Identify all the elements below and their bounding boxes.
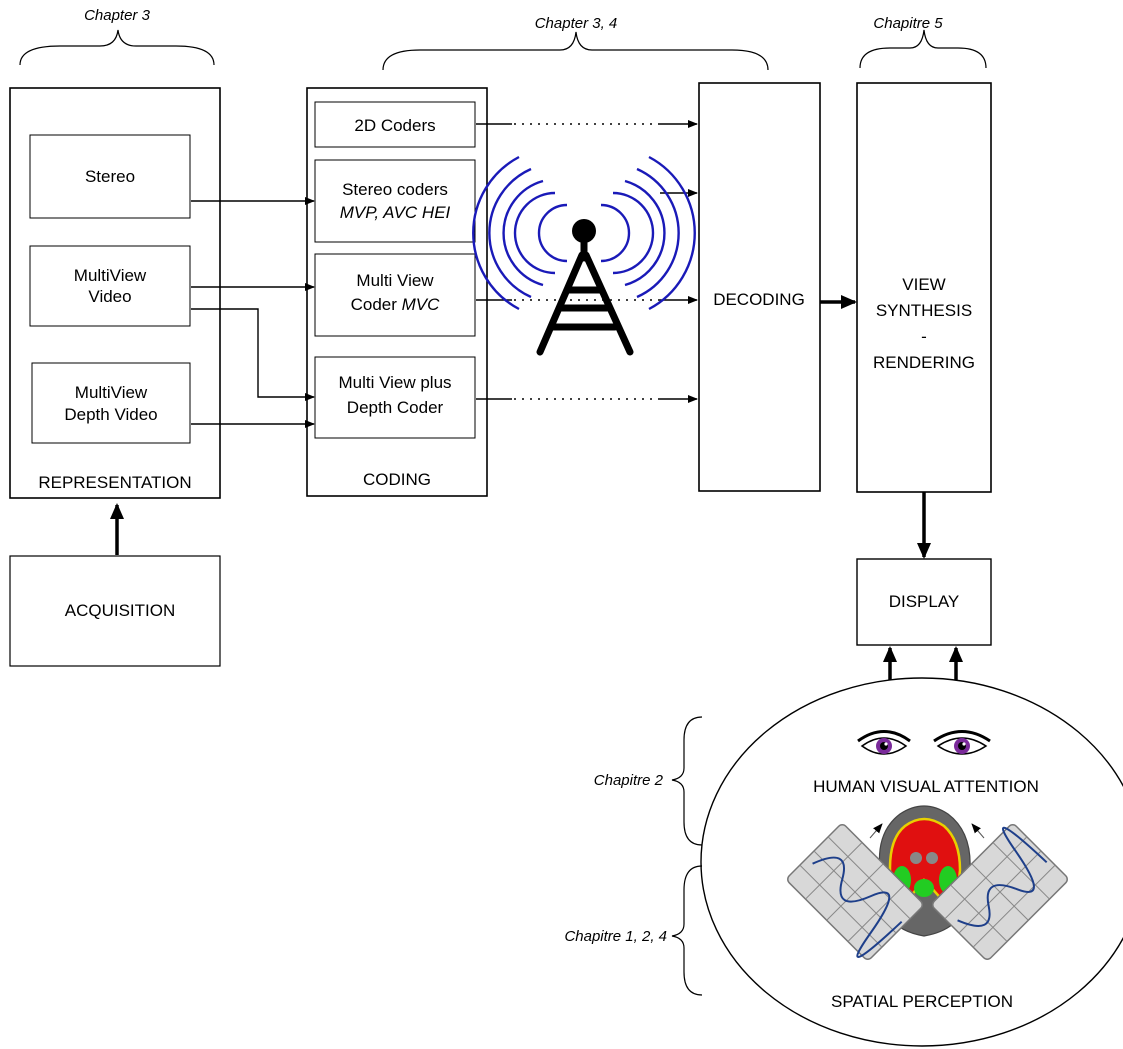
mvd-label-2: Depth Coder [347, 398, 444, 417]
depth-label-1: MultiView [75, 383, 148, 402]
chapter-brace-synthesis: Chapitre 5 [859, 15, 987, 69]
mvd-label-1: Multi View plus [338, 373, 451, 392]
arrow-multiview-to-mvd [191, 308, 315, 401]
chapter-brace-coding: Chapter 3, 4 [382, 15, 769, 71]
acquisition-block: ACQUISITION [9, 555, 221, 667]
chapter-brace-representation: Chapter 3 [19, 7, 215, 66]
stereo-coders-label-2: MVP, AVC HEI [340, 203, 451, 222]
human-attention-label: HUMAN VISUAL ATTENTION [813, 777, 1039, 796]
display-block: DISPLAY [856, 558, 992, 646]
chapter-label-synthesis: Chapitre 5 [873, 15, 943, 32]
decoding-block: DECODING [698, 82, 821, 492]
chapter-brace-perception: Chapitre 1, 2, 4 [564, 865, 703, 996]
representation-title: REPRESENTATION [38, 473, 191, 492]
coding-title: CODING [363, 470, 431, 489]
depth-label-2: Depth Video [64, 405, 157, 424]
stereo-coders-label-1: Stereo coders [342, 180, 448, 199]
mvc-label-1: Multi View [356, 271, 434, 290]
multiview-label-1: MultiView [74, 266, 147, 285]
chapter-label-perception: Chapitre 1, 2, 4 [564, 928, 667, 945]
spatial-perception-label: SPATIAL PERCEPTION [831, 992, 1013, 1011]
eyes-icon [857, 730, 991, 755]
svg-text:-: - [921, 327, 927, 346]
svg-text:VIEW: VIEW [902, 275, 945, 294]
coding-block: CODING 2D Coders Stereo coders MVP, AVC … [306, 87, 488, 497]
chapter-label-representation: Chapter 3 [84, 7, 151, 24]
left-perception-map-icon [787, 823, 923, 960]
svg-text:RENDERING: RENDERING [873, 353, 975, 372]
acquisition-label: ACQUISITION [65, 601, 176, 620]
chapter-label-attention: Chapitre 2 [594, 772, 664, 789]
representation-block: REPRESENTATION Stereo MultiView Video Mu… [9, 87, 221, 499]
chapter-label-coding: Chapter 3, 4 [535, 15, 618, 32]
transmission-arrows [476, 120, 698, 403]
stereo-label: Stereo [85, 167, 135, 186]
decoding-label: DECODING [713, 290, 805, 309]
synthesis-block: VIEW SYNTHESIS - RENDERING [856, 82, 992, 493]
antenna-icon [472, 155, 696, 356]
right-perception-map-icon [932, 823, 1068, 960]
multiview-label-2: Video [88, 287, 131, 306]
coders-2d-label: 2D Coders [354, 116, 435, 135]
svg-text:SYNTHESIS: SYNTHESIS [876, 301, 972, 320]
chapter-brace-attention: Chapitre 2 [594, 716, 703, 846]
mvc-label-2: Coder MVC [351, 295, 441, 314]
display-label: DISPLAY [889, 592, 960, 611]
